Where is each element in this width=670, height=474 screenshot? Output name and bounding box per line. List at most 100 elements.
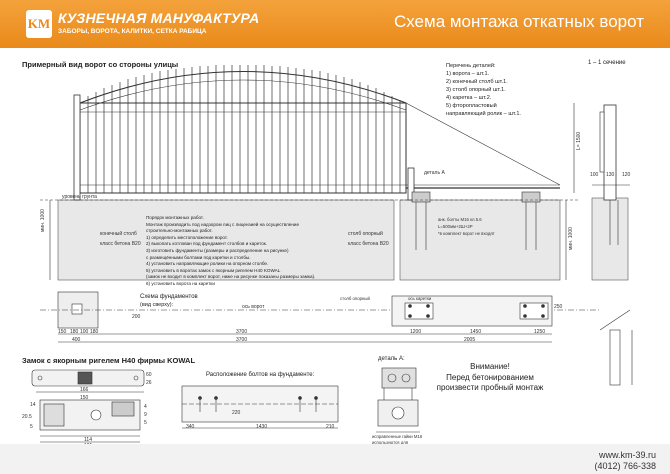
detail-carriage-top	[381, 367, 417, 389]
detail-a-title: деталь А:	[378, 356, 405, 362]
label-plan-note: используются для	[372, 440, 409, 445]
warning-line: произвести пробный монтаж	[436, 383, 544, 392]
notes-line: 6) установить ворота на каретки	[146, 280, 215, 286]
notes-line: строительно-монтажных работ.	[146, 228, 213, 234]
notes-line: 1) определить местоположение ворот.	[146, 234, 228, 240]
dim-130: 130	[606, 172, 615, 178]
dim-400: 400	[72, 337, 81, 343]
dim-180a: 180	[70, 329, 79, 335]
label-concrete-right: класс бетона В20	[348, 241, 389, 247]
dim-220: 220	[232, 410, 241, 416]
dim-100: 100	[80, 329, 89, 335]
parts-item: 4) каретка – шт.2.	[446, 95, 492, 101]
warning-title: Внимание!	[470, 362, 510, 371]
gate-elevation	[40, 65, 580, 281]
dim-1430: 1430	[256, 424, 268, 430]
header-bar: KM КУЗНЕЧНАЯ МАНУФАКТУРА ЗАБОРЫ, ВОРОТА,…	[0, 0, 670, 48]
notes-line: Монтаж производить под надзором лиц с ли…	[146, 221, 300, 227]
dim-180b: 180	[90, 329, 99, 335]
parts-item: 1) ворота – шт.1.	[446, 71, 490, 77]
dim-250: 250	[554, 304, 563, 310]
dim-1450: 1450	[470, 329, 482, 335]
notes-title: Порядок монтажных работ.	[146, 215, 204, 220]
warning-line: Перед бетонированием	[446, 372, 534, 382]
dim-1000-right: мин. 1000	[568, 227, 574, 250]
label-ground-level: уровень грунта	[62, 194, 97, 200]
foundation-plan	[40, 291, 600, 343]
lock-dim: 14	[30, 402, 36, 408]
street-view-title: Примерный вид ворот со стороны улицы	[22, 60, 179, 69]
section-post-low	[609, 329, 621, 386]
carriage-1	[411, 191, 431, 203]
lock-dim: 9	[144, 412, 147, 418]
lock-cylinder-hole	[77, 371, 93, 385]
dim-1200: 1200	[410, 329, 422, 335]
foundations-title: Схема фундаментов	[140, 294, 198, 300]
foundations-subtitle: (вид сверху):	[140, 302, 174, 308]
parts-list-title: Перечень деталей:	[446, 63, 496, 69]
dim-200: 200	[132, 314, 141, 320]
label-end-post: конечный столб	[100, 231, 137, 237]
parts-item: направляющий ролик – шт.1.	[446, 111, 521, 117]
company-logo: KM	[26, 10, 52, 38]
label-detail-a: деталь А	[424, 170, 445, 176]
dim-120: 120	[622, 172, 631, 178]
dim-2005: 2005	[464, 337, 476, 343]
detail-a-drawing	[376, 367, 420, 433]
label-concrete-left: класс бетона В20	[100, 241, 141, 247]
lock-dim: 26	[146, 380, 152, 386]
notes-line: 3) изготовить фундаменты (размеры и расп…	[146, 247, 289, 253]
brand-tagline: ЗАБОРЫ, ВОРОТА, КАЛИТКИ, СЕТКА РАБИЦА	[58, 28, 207, 35]
gate-arch-inner	[79, 79, 407, 111]
notes-line: 5) установить в воротах замок с якорным …	[146, 267, 281, 273]
dim-1000-left: мин. 1000	[40, 209, 46, 232]
notes-line: 2) выкопать котлован под фундамент столб…	[146, 241, 268, 247]
label-support-post: столб опорный	[348, 231, 383, 237]
lock-dim: 5	[30, 424, 33, 430]
page-title: Схема монтажа откатных ворот	[393, 12, 644, 31]
label-bolt-note: L=500мм+2Ш+2Р	[438, 224, 473, 229]
parts-list: Перечень деталей: 1) ворота – шт.1. 2) к…	[446, 62, 521, 118]
dim-100-top: 100	[590, 172, 599, 178]
lock-dim: 4	[144, 404, 147, 410]
lock-dim: 5	[144, 420, 147, 426]
gate-pickets	[87, 65, 401, 193]
dim-210: 210	[326, 424, 335, 430]
label-bolt-note: анк. болты М16 кл.5.6	[438, 217, 482, 222]
lock-dim: 114	[84, 437, 92, 443]
phone-number: (4012) 766-338	[594, 461, 656, 471]
label-bolt-axis: ось каретки	[408, 296, 432, 301]
section-arrow	[599, 309, 631, 331]
label-support-post-plan: столб опорный	[340, 296, 370, 301]
footer-bar: www.km-39.ru (4012) 766-338	[0, 444, 670, 474]
parts-item: 2) конечный столб шт.1.	[446, 79, 508, 85]
website-link[interactable]: www.km-39.ru	[598, 450, 656, 460]
dim-1500: L= 1500	[576, 131, 582, 150]
installation-notes: Порядок монтажных работ. Монтаж производ…	[146, 215, 315, 288]
lock-title: Замок с якорным ригелем Н40 фирмы KOWAL	[22, 356, 196, 365]
dim-3700-a: 3700	[236, 329, 248, 335]
parts-item: 5) фторопластовый	[446, 103, 497, 109]
bolt-layout	[181, 385, 339, 429]
lock-drawing	[31, 369, 145, 443]
gate-arch	[79, 71, 407, 104]
section-gate-edge	[599, 111, 605, 173]
dim-340: 340	[186, 424, 195, 430]
parts-item: 3) столб опорный шт.1.	[446, 87, 506, 93]
notes-line: (замок не входит в комплект ворот, ниже …	[146, 274, 316, 280]
carriage-2	[521, 191, 541, 203]
label-bolt-note: *в комплект ворот не входят	[438, 231, 495, 236]
foundation-block-left	[57, 199, 395, 281]
lock-dim: 150	[80, 395, 89, 401]
section-post	[603, 104, 617, 201]
notes-line: с размещёнными болтами под каретки и сто…	[146, 254, 251, 260]
section-1-1	[591, 104, 633, 386]
lock-dim: 20.5	[22, 414, 32, 420]
section-1-1-title: 1 – 1 сечение	[588, 60, 626, 66]
lock-dim: 166	[80, 387, 89, 393]
foundation-block-right	[399, 199, 561, 281]
dim-150: 150	[58, 329, 67, 335]
end-post	[73, 94, 81, 201]
